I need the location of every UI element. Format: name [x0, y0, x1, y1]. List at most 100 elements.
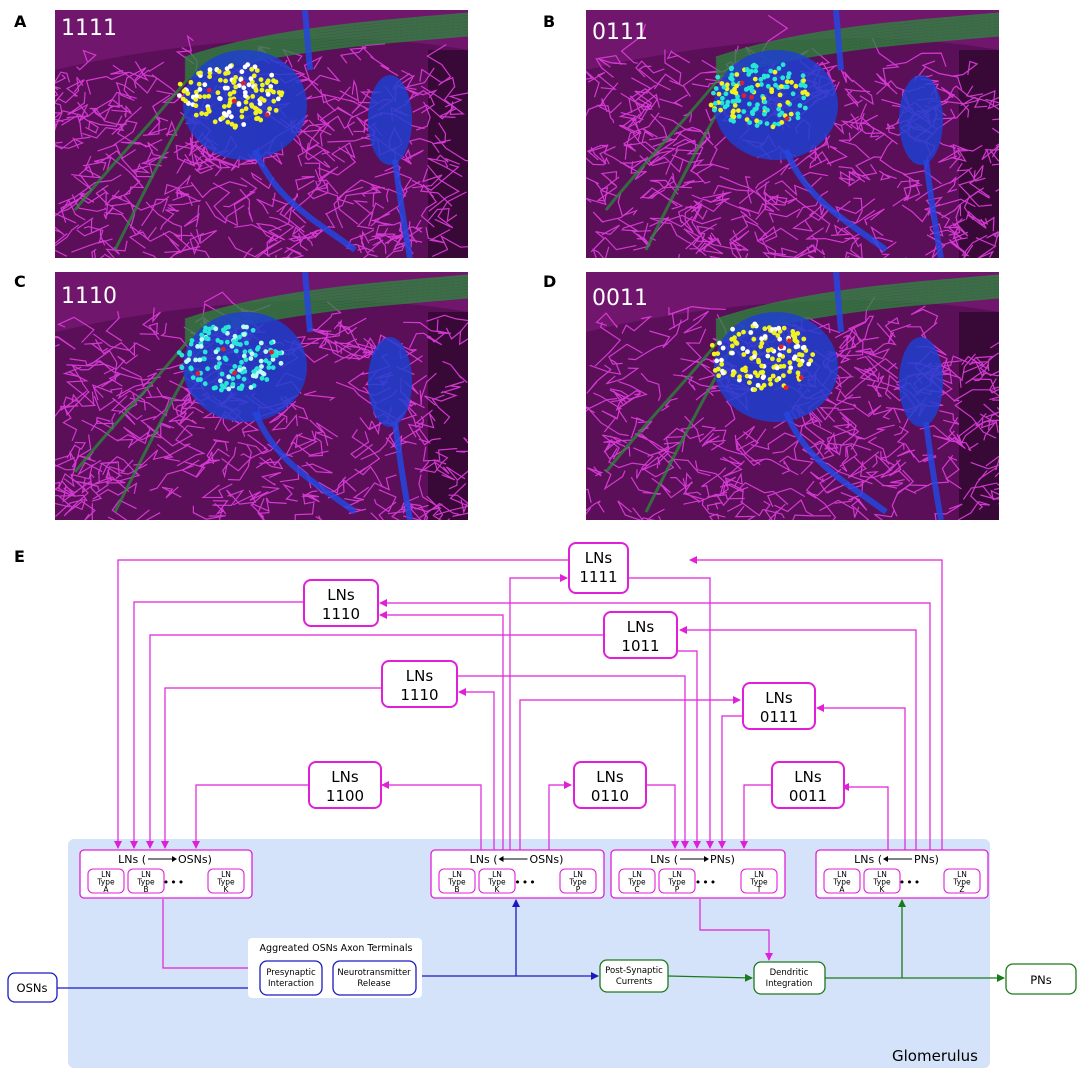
neurotransmitter-node[interactable]: Neurotransmitter Release [332, 960, 417, 996]
presynaptic-node[interactable]: Presynaptic Interaction [259, 960, 323, 996]
ln-type-line: LN [957, 870, 967, 879]
ln-group-title-right: PNs) [710, 853, 735, 866]
neurotransmitter-line2: Release [357, 979, 390, 989]
ln-type-line: Type [627, 878, 646, 887]
ellipsis-icon: ••• [899, 876, 921, 889]
presynaptic-line1: Presynaptic [266, 968, 316, 978]
ln-box-code: 1011 [621, 637, 659, 655]
panel-d-code: 0011 [592, 286, 648, 311]
ln-type-line: B [143, 885, 148, 894]
ln-type-line: A [103, 885, 109, 894]
ln-type-line: T [756, 885, 762, 894]
ln-group-title-left: LNs ( [118, 853, 146, 866]
ellipsis-icon: ••• [695, 876, 717, 889]
ln-type-line: LN [754, 870, 764, 879]
panel-letter-a: A [14, 12, 27, 31]
ln-box-label: LNs [596, 768, 624, 786]
pns-output-node[interactable]: PNs [1005, 963, 1077, 995]
ln-type-line: LN [101, 870, 111, 879]
ln-type-line: P [576, 885, 581, 894]
ln-type-line: Type [487, 878, 506, 887]
panel-c-image: 1110 [55, 272, 468, 520]
ln-type-line: LN [492, 870, 502, 879]
postsynaptic-line1: Post-Synaptic [605, 966, 663, 976]
ln-type-line: LN [877, 870, 887, 879]
ln-type-line: K [224, 885, 230, 894]
ln-type-line: Type [667, 878, 686, 887]
blue-flow [57, 899, 599, 992]
pns-label: PNs [1030, 973, 1052, 987]
panel-letter-e: E [14, 547, 25, 566]
postsynaptic-line2: Currents [616, 977, 653, 987]
ln-box-code: 1100 [326, 787, 364, 805]
ln-box-label: LNs [331, 768, 359, 786]
arrow-left-icon [883, 856, 888, 862]
glomerulus-label: Glomerulus [892, 1047, 978, 1065]
arrow-right-icon [172, 856, 177, 862]
panel-letter-b: B [543, 12, 556, 31]
neurotransmitter-line1: Neurotransmitter [337, 968, 411, 978]
ln-type-line: Type [749, 878, 768, 887]
panel-d-image: 0011 [586, 272, 999, 520]
ln-box-code: 1111 [579, 568, 617, 586]
panel-a-image: 1111 [55, 10, 468, 258]
ln-type-line: Z [959, 885, 964, 894]
presynaptic-line2: Interaction [268, 979, 314, 989]
arrow-left-icon [498, 856, 504, 862]
ln-connections [114, 556, 943, 972]
ln-box-code: 0111 [760, 708, 798, 726]
ln-group-title-left: LNs ( [650, 853, 678, 866]
ln-type-line: A [839, 885, 845, 894]
panel-letter-c: C [14, 272, 26, 291]
ellipsis-icon: ••• [163, 876, 185, 889]
ln-type-line: Type [216, 878, 235, 887]
ln-box-code: 1110 [400, 686, 438, 704]
ln-type-line: K [880, 885, 886, 894]
postsynaptic-node[interactable]: Post-Synaptic Currents [599, 959, 669, 993]
ln-type-line: LN [221, 870, 231, 879]
osns-input-node[interactable]: OSNs [7, 972, 58, 1003]
ln-group-title-right: OSNs) [530, 853, 564, 866]
ln-type-line: LN [141, 870, 151, 879]
dendritic-node[interactable]: Dendritic Integration [753, 961, 826, 995]
ln-box-label: LNs [585, 549, 613, 567]
ln-box-code: 0110 [591, 787, 629, 805]
aggregate-label: Aggreated OSNs Axon Terminals [260, 943, 413, 954]
ln-group-title-right: PNs) [914, 853, 939, 866]
ln-box-label: LNs [627, 618, 655, 636]
osns-label: OSNs [17, 981, 48, 995]
ln-type-line: LN [632, 870, 642, 879]
arrow-right-icon [704, 856, 709, 862]
panel-b-code: 0111 [592, 20, 648, 45]
ln-type-line: LN [452, 870, 462, 879]
ellipsis-icon: ••• [514, 876, 536, 889]
ln-type-line: C [634, 885, 639, 894]
ln-box-label: LNs [765, 689, 793, 707]
ln-type-line: P [675, 885, 680, 894]
ln-type-line: LN [837, 870, 847, 879]
